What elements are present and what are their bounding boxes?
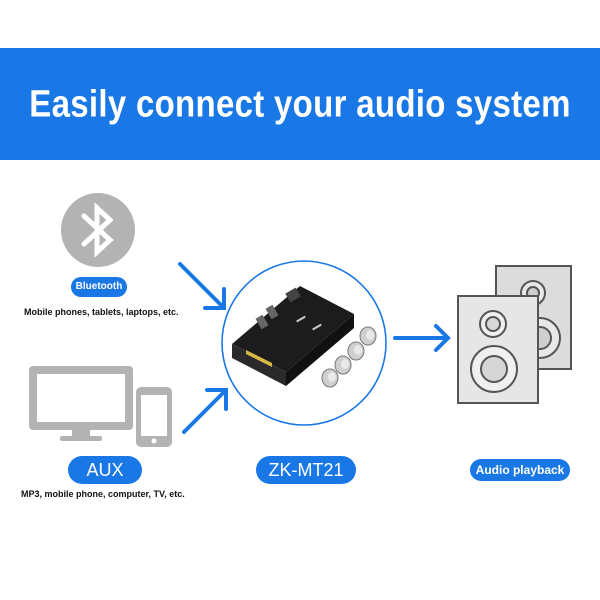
- bluetooth-icon: [61, 193, 135, 267]
- monitor-phone-icon: [29, 366, 172, 447]
- bluetooth-label: Bluetooth: [71, 277, 127, 297]
- arrow-bluetooth-to-device: [178, 262, 226, 310]
- arrow-aux-to-device: [182, 388, 228, 434]
- device-label: ZK-MT21: [256, 456, 356, 484]
- arrow-device-to-speakers: [393, 324, 451, 352]
- amplifier-board-icon: [221, 260, 387, 426]
- speakers-icon: [457, 265, 572, 404]
- aux-label: AUX: [68, 456, 142, 484]
- audio-playback-label: Audio playback: [470, 459, 570, 481]
- bluetooth-caption: Mobile phones, tablets, laptops, etc.: [24, 307, 179, 317]
- header-banner: Easily connect your audio system: [0, 48, 600, 160]
- banner-title: Easily connect your audio system: [29, 82, 571, 125]
- aux-caption: MP3, mobile phone, computer, TV, etc.: [21, 489, 185, 499]
